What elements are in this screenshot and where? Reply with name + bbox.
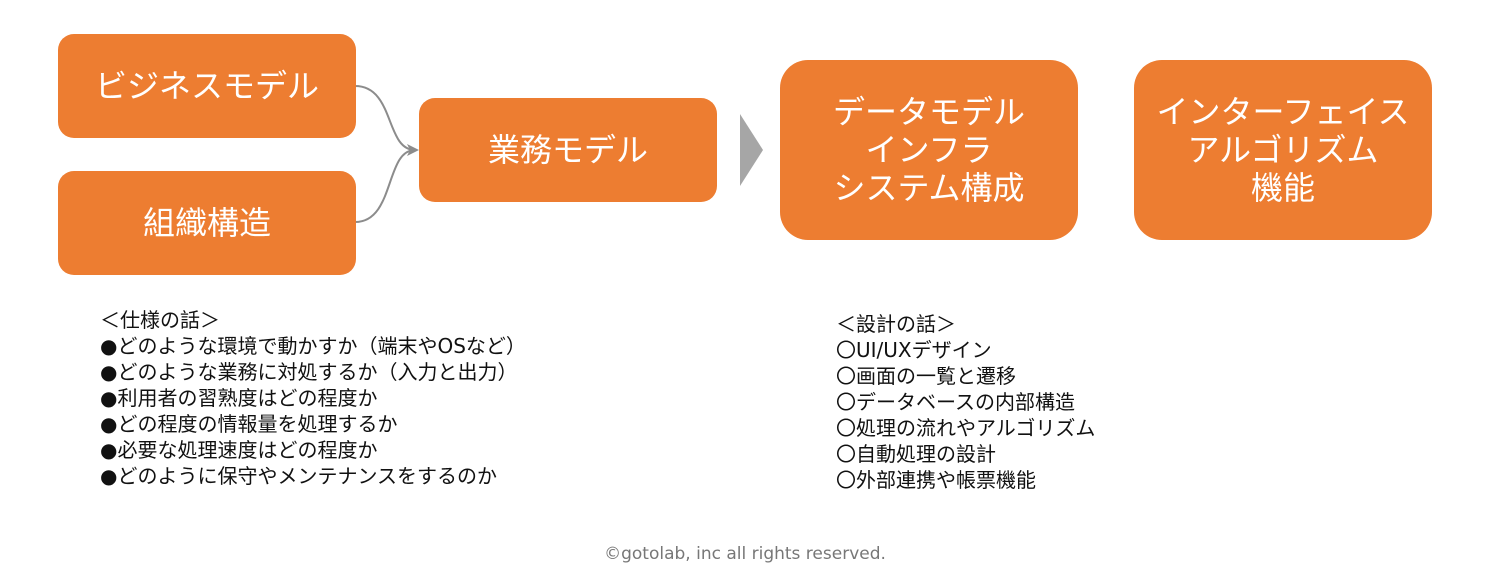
connector-arrowhead <box>407 144 419 156</box>
spec-item: ●どのような環境で動かすか（端末やOSなど） <box>100 334 526 358</box>
box-data-model-line-2: インフラ <box>865 131 993 169</box>
spec-title: ＜仕様の話＞ <box>100 308 220 332</box>
design-item: 〇UI/UXデザイン <box>836 338 992 362</box>
design-item: 〇処理の流れやアルゴリズム <box>836 416 1096 440</box>
box-work-model-label: 業務モデル <box>487 131 648 169</box>
box-interface-line-2: アルゴリズム <box>1187 131 1379 169</box>
spec-item: ●どのような業務に対処するか（入力と出力） <box>100 360 518 384</box>
spec-item: ●利用者の習熟度はどの程度か <box>100 386 378 410</box>
box-business-model: ビジネスモデル <box>58 34 356 138</box>
connector-business-to-work <box>354 85 416 151</box>
box-data-model-line-3: システム構成 <box>833 169 1025 207</box>
box-organization-label: 組織構造 <box>142 204 271 242</box>
copyright-footer: ©gotolab, inc all rights reserved. <box>604 544 886 564</box>
box-interface-line-3: 機能 <box>1250 169 1315 207</box>
connector-organization-to-work <box>354 149 416 223</box>
spec-notes: ＜仕様の話＞ ●どのような環境で動かすか（端末やOSなど） ●どのような業務に対… <box>100 307 526 489</box>
design-title: ＜設計の話＞ <box>836 312 956 336</box>
box-organization: 組織構造 <box>58 171 356 275</box>
box-data-model-line-1: データモデル <box>832 93 1025 131</box>
box-interface-line-1: インターフェイス <box>1156 93 1410 131</box>
design-notes: ＜設計の話＞ 〇UI/UXデザイン 〇画面の一覧と遷移 〇データベースの内部構造… <box>836 311 1095 493</box>
box-work-model: 業務モデル <box>419 98 717 202</box>
design-item: 〇データベースの内部構造 <box>836 390 1075 414</box>
spec-item: ●必要な処理速度はどの程度か <box>100 438 378 462</box>
flow-arrow-chevron <box>740 114 763 186</box>
design-item: 〇外部連携や帳票機能 <box>836 468 1036 492</box>
spec-item: ●どの程度の情報量を処理するか <box>100 412 398 436</box>
spec-item: ●どのように保守やメンテナンスをするのか <box>100 464 498 488</box>
box-interface: インターフェイス アルゴリズム 機能 <box>1134 60 1432 240</box>
box-data-model: データモデル インフラ システム構成 <box>780 60 1078 240</box>
design-item: 〇画面の一覧と遷移 <box>836 364 1016 388</box>
box-business-model-label: ビジネスモデル <box>94 67 319 105</box>
design-item: 〇自動処理の設計 <box>836 442 996 466</box>
